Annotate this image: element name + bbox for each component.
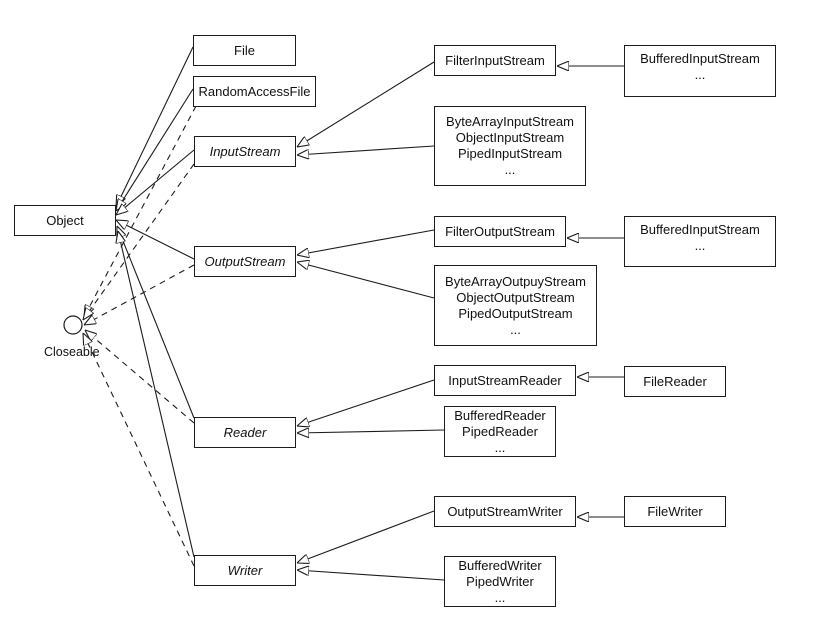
class-node-output-stream-subclass-group: ByteArrayOutpuyStream ObjectOutputStream… bbox=[434, 265, 597, 346]
class-node-filter-output-stream: FilterOutputStream bbox=[434, 216, 566, 247]
class-node-output-stream: OutputStream bbox=[194, 246, 296, 277]
class-node-writer-subclass-group: BufferedWriter PipedWriter ... bbox=[444, 556, 556, 607]
class-node-input-stream: InputStream bbox=[194, 136, 296, 167]
class-node-object: Object bbox=[14, 205, 116, 236]
class-node-filter-input-stream: FilterInputStream bbox=[434, 45, 556, 76]
class-node-reader: Reader bbox=[194, 417, 296, 448]
class-node-file: File bbox=[193, 35, 296, 66]
class-node-reader-subclass-group: BufferedReader PipedReader ... bbox=[444, 406, 556, 457]
class-node-file-writer: FileWriter bbox=[624, 496, 726, 527]
class-node-input-stream-reader: InputStreamReader bbox=[434, 365, 576, 396]
inheritance-arrows bbox=[116, 46, 624, 581]
class-node-input-stream-subclass-group: ByteArrayInputStream ObjectInputStream P… bbox=[434, 106, 586, 186]
class-node-buffered-input-stream: BufferedInputStream ... bbox=[624, 45, 776, 97]
class-node-output-stream-writer: OutputStreamWriter bbox=[434, 496, 576, 527]
closeable-interface-circle-icon bbox=[63, 315, 83, 335]
class-node-buffered-output-stream: BufferedInputStream ... bbox=[624, 216, 776, 267]
class-node-writer: Writer bbox=[194, 555, 296, 586]
class-node-random-access-file: RandomAccessFile bbox=[193, 76, 316, 107]
closeable-interface-label: Closeable bbox=[44, 345, 100, 359]
class-node-file-reader: FileReader bbox=[624, 366, 726, 397]
realization-arrows bbox=[83, 105, 197, 567]
